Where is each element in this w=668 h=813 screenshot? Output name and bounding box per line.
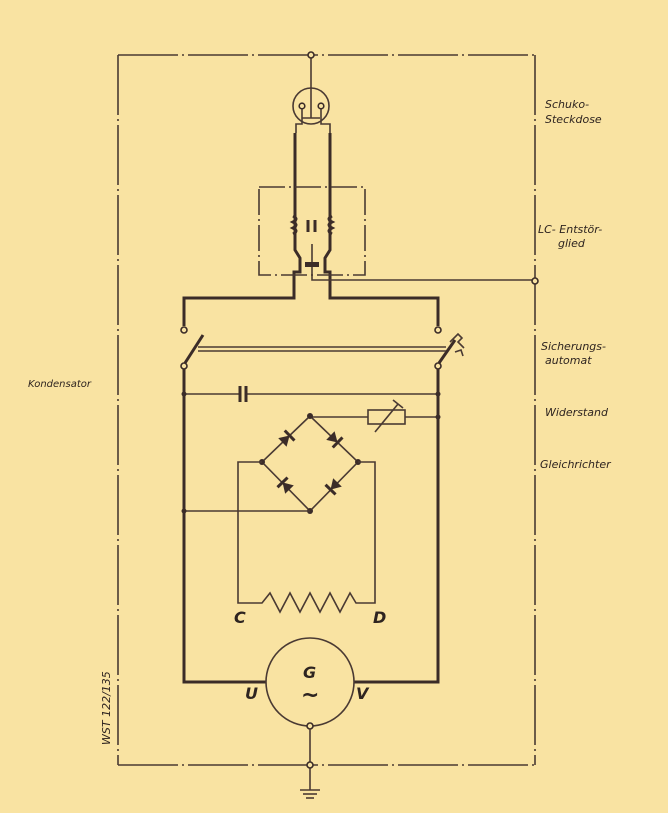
drawing-number: WST 122/135 [100,671,113,745]
terminal-v: V [356,684,370,703]
label-breaker-2: automat [545,354,592,367]
earth-node [307,51,315,59]
variable-resistor-symbol [310,399,441,433]
field-winding-symbol [237,461,376,614]
lc-filter-symbol [258,186,366,276]
capacitor-symbol [181,386,441,402]
ground-icon [300,789,320,799]
schuko-socket-symbol [292,55,331,133]
label-breaker-1: Sicherungs- [541,340,606,353]
ac-symbol: ~ [301,683,319,708]
protective-earth-frame [117,54,536,766]
label-capacitor: Kondensator [28,379,92,390]
label-socket-2: Steckdose [545,113,602,126]
circuit-breaker-symbol [180,326,465,370]
label-rectifier: Gleichrichter [540,458,612,471]
bridge-rectifier-symbol [259,413,361,514]
label-socket-1: Schuko- [545,98,589,111]
label-resistor: Widerstand [545,406,609,419]
generator-letter: G [303,663,316,682]
label-lc-filter-2: glied [558,237,586,250]
terminal-d: D [373,608,386,627]
terminal-c: C [234,608,246,627]
terminal-u: U [245,684,258,703]
label-lc-filter-1: LC- Entstör- [538,223,602,236]
generator-symbol [265,637,355,799]
